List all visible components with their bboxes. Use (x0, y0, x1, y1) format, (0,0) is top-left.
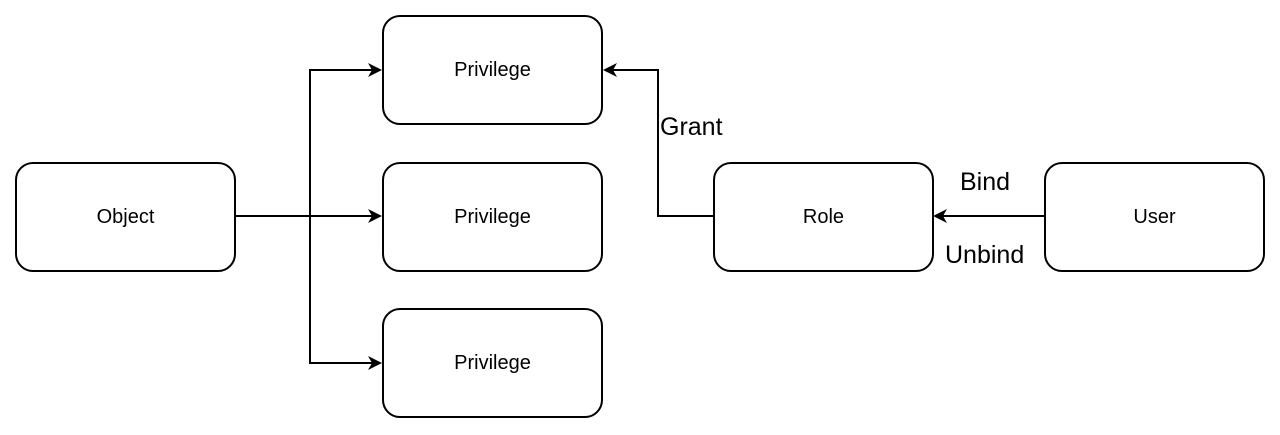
privilege-label-1: Privilege (454, 58, 531, 81)
privilege-node-3: Privilege (382, 308, 603, 418)
privilege-label-2: Privilege (454, 205, 531, 228)
user-node: User (1044, 162, 1265, 272)
role-node: Role (713, 162, 934, 272)
grant-edge-label: Grant (660, 113, 723, 141)
edge-object-to-privilege-1 (309, 63, 382, 216)
object-label: Object (96, 205, 155, 228)
edge-object-to-privilege-3 (309, 216, 382, 370)
user-label: User (1133, 205, 1176, 228)
privilege-label-3: Privilege (454, 351, 531, 374)
privilege-node-2: Privilege (382, 162, 603, 272)
object-node: Object (15, 162, 236, 272)
unbind-edge-label: Unbind (945, 241, 1025, 269)
edge-role-to-privilege-1 (603, 63, 713, 217)
role-label: Role (802, 205, 845, 228)
bind-edge-label: Bind (960, 168, 1011, 196)
privilege-node-1: Privilege (382, 15, 603, 125)
